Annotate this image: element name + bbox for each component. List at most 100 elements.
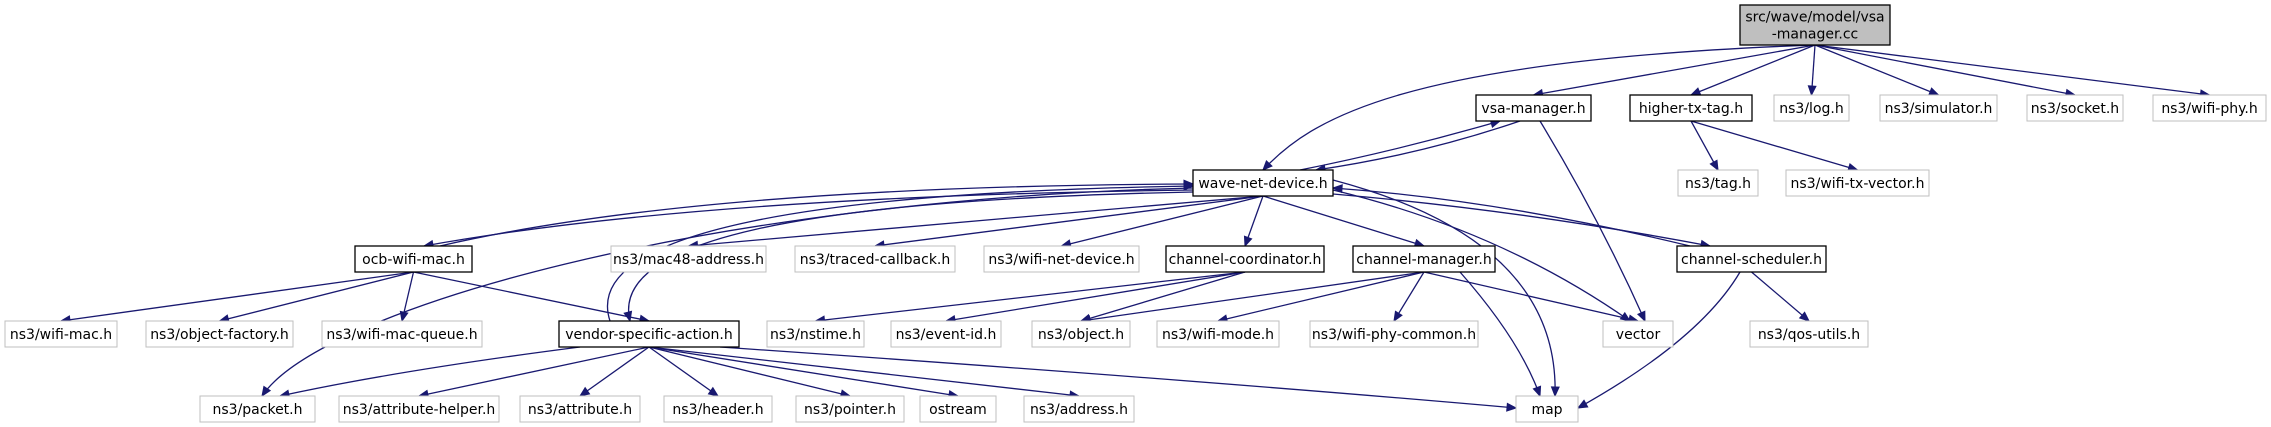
edge-vendor-specific-action-h-to-wave-net-device-h [607,181,1195,322]
nodes-layer: src/wave/model/vsa-manager.cc vsa-manager… [4,4,2267,423]
node-box [794,245,956,273]
node-higher-tx-tag-h[interactable]: higher-tx-tag.h [1629,94,1753,122]
edge-channel-coordinator-h-to-ns3-nstime-h [814,271,1246,325]
node-vendor-specific-action-h[interactable]: vendor-specific-action.h [558,320,740,348]
node-label: ns3/event-id.h [896,327,997,343]
node-ns3-wifi-net-device-h[interactable]: ns3/wifi-net-device.h [983,245,1140,273]
node-box [919,395,997,423]
node-ns3-wifi-phy-h[interactable]: ns3/wifi-phy.h [2152,94,2267,122]
node-ns3-wifi-phy-common-h[interactable]: ns3/wifi-phy-common.h [1309,320,1479,348]
edge-line [1299,120,1501,171]
edge-line [1423,271,1639,322]
node-label: channel-manager.h [1356,252,1491,268]
node-channel-manager-h[interactable]: channel-manager.h [1352,245,1496,273]
edge-root-to-higher-tx-tag-h [1689,44,1816,96]
node-label: ns3/object-factory.h [150,327,289,343]
node-label: ns3/socket.h [2031,101,2119,117]
node-label: ns3/packet.h [213,402,303,418]
node-ns3-attribute-helper-h[interactable]: ns3/attribute-helper.h [338,395,500,423]
node-ns3-address-h[interactable]: ns3/address.h [1023,395,1135,423]
node-ns3-tag-h[interactable]: ns3/tag.h [1677,169,1759,197]
edge-line [60,271,414,322]
edge-root-to-ns3-socket-h [1814,44,2077,98]
edge-channel-coordinator-h-to-ns3-event-id-h [944,271,1246,324]
node-vector[interactable]: vector [1602,320,1674,348]
edge-line [648,346,1080,397]
edge-vendor-specific-action-h-to-ns3-header-h [648,346,720,397]
edge-ocb-wifi-mac-h-to-wave-net-device-h [439,179,1195,247]
edge-vendor-specific-action-h-to-ns3-attribute-h [578,346,650,397]
node-box [1677,169,1759,197]
node-ns3-wifi-mode-h[interactable]: ns3/wifi-mode.h [1156,320,1280,348]
node-ns3-pointer-h[interactable]: ns3/pointer.h [795,395,905,423]
node-ns3-attribute-h[interactable]: ns3/attribute.h [519,395,641,423]
node-ns3-object-h[interactable]: ns3/object.h [1031,320,1131,348]
node-box [890,320,1002,348]
edge-higher-tx-tag-h-to-ns3-tag-h [1690,120,1719,172]
node-ns3-wifi-mac-queue-h[interactable]: ns3/wifi-mac-queue.h [321,320,483,348]
node-wave-net-device-h[interactable]: wave-net-device.h [1192,169,1334,197]
edge-ocb-wifi-mac-h-to-vendor-specific-action-h [413,271,651,324]
edge-line [1690,120,1858,171]
arrowhead [399,310,409,323]
node-label: vendor-specific-action.h [565,327,733,343]
edge-line [1577,271,1741,409]
node-box [2152,94,2267,122]
node-ns3-nstime-h[interactable]: ns3/nstime.h [766,320,865,348]
edge-line [1332,189,1631,322]
node-root[interactable]: src/wave/model/vsa-manager.cc [1739,4,1891,46]
node-label: vector [1616,327,1661,343]
node-label: higher-tx-tag.h [1639,101,1743,117]
node-vsa-manager-h[interactable]: vsa-manager.h [1475,94,1592,122]
node-ostream[interactable]: ostream [919,395,997,423]
arrowhead [1243,235,1253,248]
arrowhead [1576,399,1589,409]
node-box [1192,169,1334,197]
edge-line [279,346,581,397]
edge-vsa-manager-h-to-vector [1539,120,1646,323]
node-label: vsa-manager.h [1481,101,1585,117]
node-ns3-event-id-h[interactable]: ns3/event-id.h [890,320,1002,348]
edge-vendor-specific-action-h-to-map [719,346,1518,412]
node-ns3-mac48-address-h[interactable]: ns3/mac48-address.h [610,245,767,273]
arrowhead [1807,85,1817,97]
edge-line [627,191,1194,322]
node-label: ns3/attribute-helper.h [343,402,496,418]
edge-line [688,195,1264,247]
arrowhead [1689,87,1702,96]
node-box [1031,320,1131,348]
node-ns3-socket-h[interactable]: ns3/socket.h [2026,94,2124,122]
node-ns3-simulator-h[interactable]: ns3/simulator.h [1879,94,1998,122]
node-ns3-object-factory-h[interactable]: ns3/object-factory.h [145,320,294,348]
node-channel-coordinator-h[interactable]: channel-coordinator.h [1165,245,1325,273]
node-label: ns3/wifi-mac.h [10,327,112,343]
edge-vsa-manager-h-to-wave-net-device-h [1314,120,1521,174]
node-box [1879,94,1998,122]
node-ocb-wifi-mac-h[interactable]: ocb-wifi-mac.h [354,245,473,273]
node-ns3-packet-h[interactable]: ns3/packet.h [199,395,316,423]
node-box [354,245,473,273]
edge-line [1262,44,1816,171]
edge-channel-scheduler-h-to-map [1576,271,1741,409]
node-box [1475,94,1592,122]
node-channel-scheduler-h[interactable]: channel-scheduler.h [1676,245,1827,273]
node-ns3-traced-callback-h[interactable]: ns3/traced-callback.h [794,245,956,273]
edge-line [1533,44,1816,96]
node-ns3-log-h[interactable]: ns3/log.h [1773,94,1850,122]
arrowhead [1709,159,1719,172]
edge-channel-scheduler-h-to-ns3-qos-utils-h [1751,271,1810,322]
node-label: ocb-wifi-mac.h [362,252,465,268]
edge-line [1814,44,1939,96]
node-ns3-wifi-tx-vector-h[interactable]: ns3/wifi-tx-vector.h [1785,169,1930,197]
node-box [338,395,500,423]
node-box [1749,320,1869,348]
node-ns3-header-h[interactable]: ns3/header.h [663,395,773,423]
node-ns3-qos-utils-h[interactable]: ns3/qos-utils.h [1749,320,1869,348]
arrowhead [1331,184,1343,194]
node-box [1629,94,1753,122]
node-map[interactable]: map [1515,395,1579,423]
node-box [145,320,294,348]
node-ns3-wifi-mac-h[interactable]: ns3/wifi-mac.h [4,320,118,348]
edge-vendor-specific-action-h-to-ns3-packet-h [278,346,581,399]
